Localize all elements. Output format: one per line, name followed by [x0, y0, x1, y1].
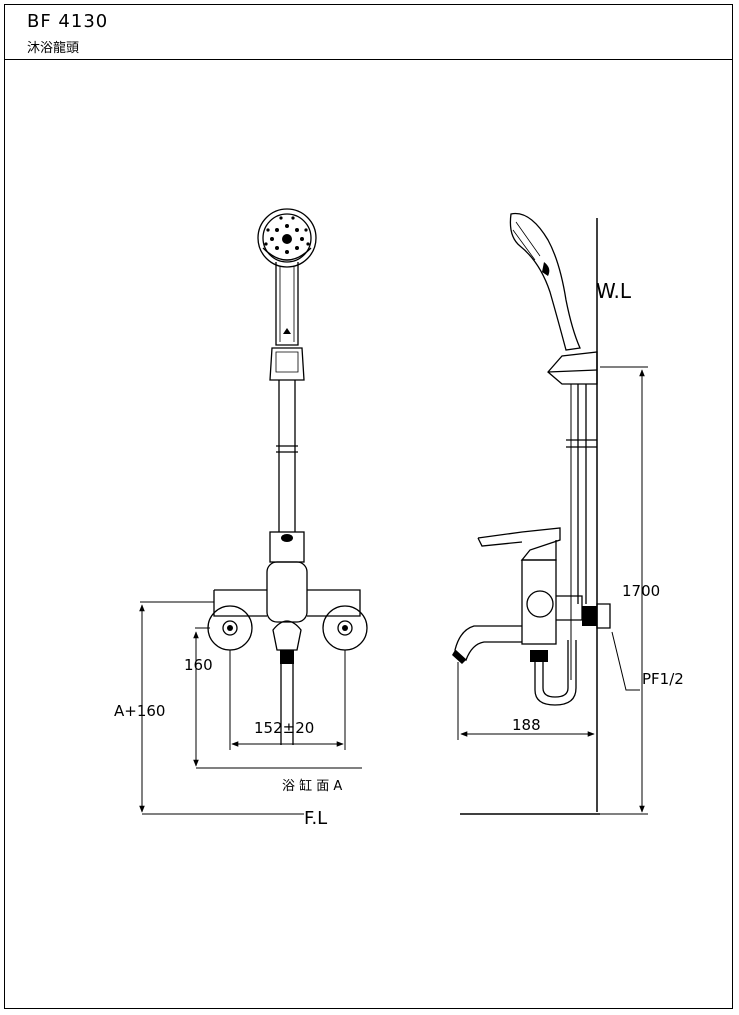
- front-slide-rail: [278, 380, 296, 532]
- dim-height-floor: A+160: [114, 702, 165, 720]
- tub-surface-label: 浴 缸 面 A: [282, 778, 342, 794]
- side-shower-head: [509, 212, 581, 351]
- front-hose: [280, 664, 294, 745]
- side-hose-loop: [534, 640, 577, 706]
- dim-projection: 188: [512, 716, 541, 734]
- drawing-frame: BF 4130 沐浴龍頭: [4, 4, 733, 1009]
- front-shower-holder: [269, 347, 305, 381]
- dim-rail-height: 1700: [622, 582, 660, 600]
- dim-height-tub: 160: [184, 656, 213, 674]
- front-shower-handle: [275, 262, 299, 346]
- front-left-arm: [213, 589, 267, 617]
- product-name: 沐浴龍頭: [27, 41, 80, 56]
- front-right-arm: [307, 589, 361, 617]
- side-lever: [477, 527, 561, 561]
- side-dimensions: [457, 366, 648, 815]
- pipe-thread-label: PF1/2: [642, 670, 684, 688]
- side-spout: [454, 625, 522, 662]
- side-mixer-body: [521, 559, 557, 645]
- dim-centers: 152±20: [254, 719, 314, 737]
- model-number: BF 4130: [27, 11, 109, 32]
- front-shower-head: [257, 208, 317, 268]
- front-spout: [272, 620, 302, 651]
- front-mixer-body: [266, 561, 308, 623]
- side-slide-rail: [577, 384, 587, 604]
- side-view: [452, 212, 611, 815]
- spray-nozzles: [264, 216, 310, 254]
- title-block: BF 4130 沐浴龍頭: [5, 5, 732, 60]
- water-level-label: W.L: [596, 279, 632, 303]
- side-cartridge: [526, 590, 554, 618]
- side-shower-holder: [547, 351, 598, 385]
- floor-level-label: F.L: [304, 808, 327, 829]
- front-view: [207, 208, 368, 745]
- front-dimensions: [139, 601, 362, 815]
